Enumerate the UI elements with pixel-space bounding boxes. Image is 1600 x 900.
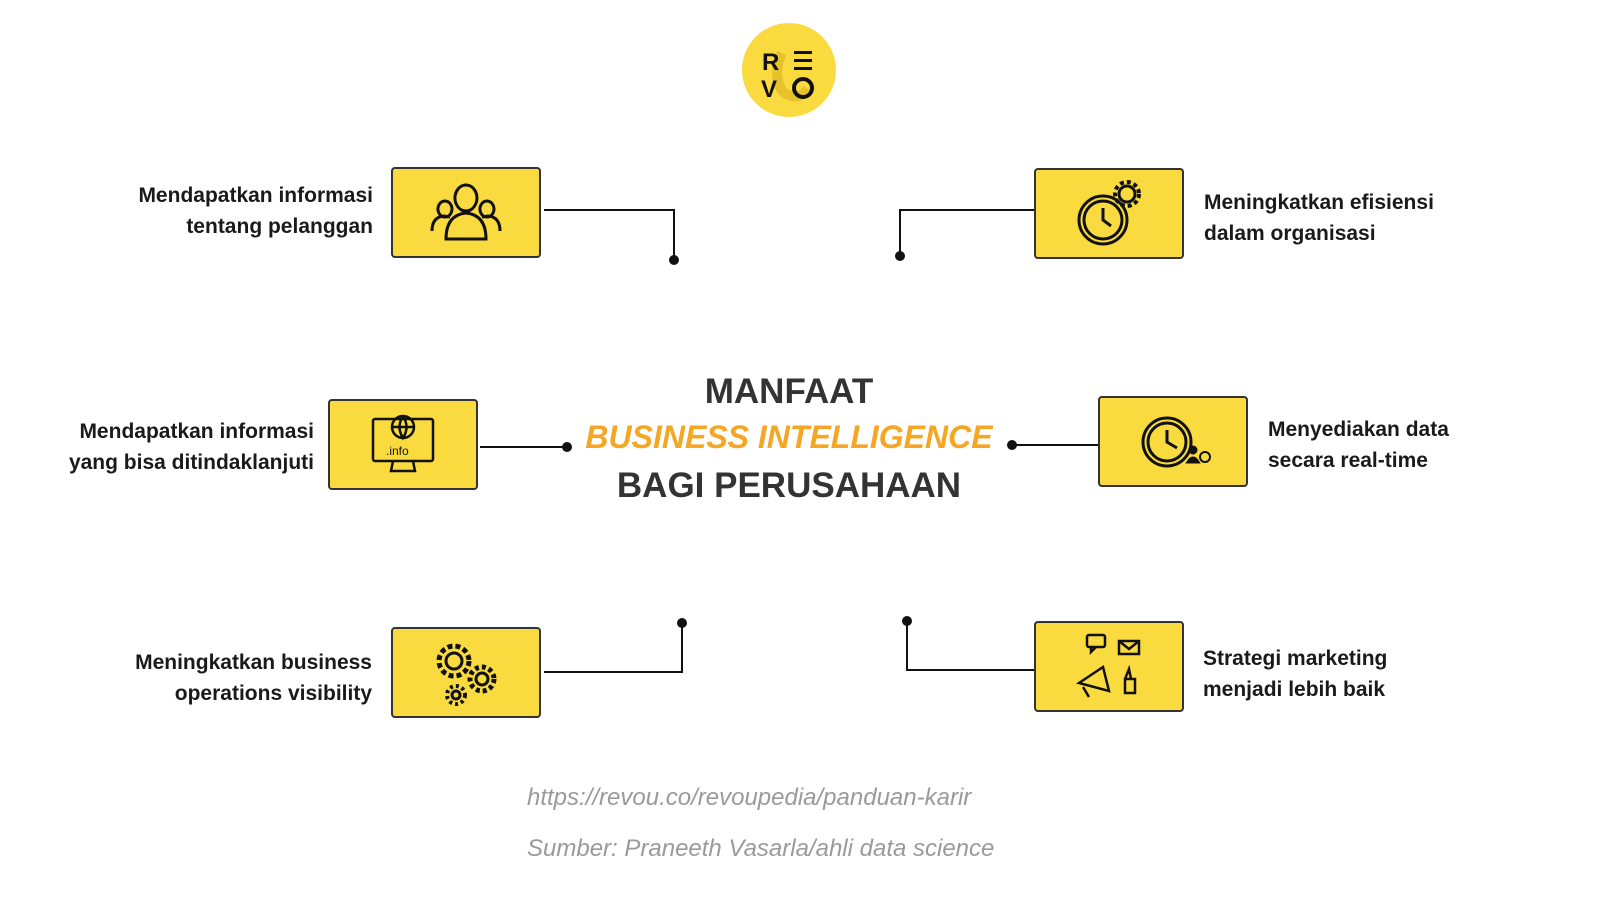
label-line: menjadi lebih baik xyxy=(1203,678,1386,701)
benefit-box-customers xyxy=(391,167,541,258)
benefit-box-realtime xyxy=(1098,396,1248,487)
label-line: yang bisa ditindaklanjuti xyxy=(68,451,314,474)
label-line: dalam organisasi xyxy=(1204,222,1376,245)
label-line: Menyediakan data xyxy=(1268,418,1449,441)
gears-icon xyxy=(436,643,497,706)
benefit-actionable-info-label: Mendapatkan informasi yang bisa ditindak… xyxy=(69,416,314,478)
realtime-clock-icon xyxy=(1141,416,1211,467)
title-line-1: MANFAAT xyxy=(704,372,874,411)
efficiency-clock-gear-icon xyxy=(1077,179,1141,245)
benefit-box-actionable-info: .info xyxy=(328,399,478,490)
svg-text:.info: .info xyxy=(386,444,409,458)
info-monitor-icon: .info xyxy=(371,414,435,472)
benefit-box-visibility xyxy=(391,627,541,718)
source-credit: Sumber: Praneeth Vasarla/ahli data scien… xyxy=(527,835,995,862)
label-line: Strategi marketing xyxy=(1203,647,1388,670)
benefit-box-marketing xyxy=(1034,621,1184,712)
benefit-box-efficiency xyxy=(1034,168,1184,259)
label-line: operations visibility xyxy=(174,682,372,705)
label-line: tentang pelanggan xyxy=(186,215,373,238)
label-line: Mendapatkan informasi xyxy=(79,420,314,443)
benefit-realtime-label: Menyediakan data secara real-time xyxy=(1268,414,1449,476)
connector-dot xyxy=(669,255,679,265)
label-line: Meningkatkan business xyxy=(135,651,372,674)
svg-text:V: V xyxy=(761,76,777,103)
connector-dot xyxy=(677,618,687,628)
title-line-3: BAGI PERUSAHAAN xyxy=(616,466,962,505)
svg-text:R: R xyxy=(762,49,779,76)
label-line: Meningkatkan efisiensi xyxy=(1204,191,1434,214)
label-line: secara real-time xyxy=(1268,449,1428,472)
benefit-visibility-label: Meningkatkan business operations visibil… xyxy=(135,647,372,709)
marketing-megaphone-icon xyxy=(1076,633,1141,698)
label-line: Mendapatkan informasi xyxy=(138,184,373,207)
benefit-efficiency-label: Meningkatkan efisiensi dalam organisasi xyxy=(1204,187,1434,249)
title-line-2: BUSINESS INTELLIGENCE xyxy=(585,419,993,455)
source-url: https://revou.co/revoupedia/panduan-kari… xyxy=(527,784,972,811)
revou-logo: R V xyxy=(742,23,836,117)
connector-dot xyxy=(895,251,905,261)
benefit-marketing-label: Strategi marketing menjadi lebih baik xyxy=(1203,643,1387,705)
customers-icon xyxy=(430,183,502,240)
connector-dot xyxy=(562,442,572,452)
benefit-customers-label: Mendapatkan informasi tentang pelanggan xyxy=(138,180,373,242)
